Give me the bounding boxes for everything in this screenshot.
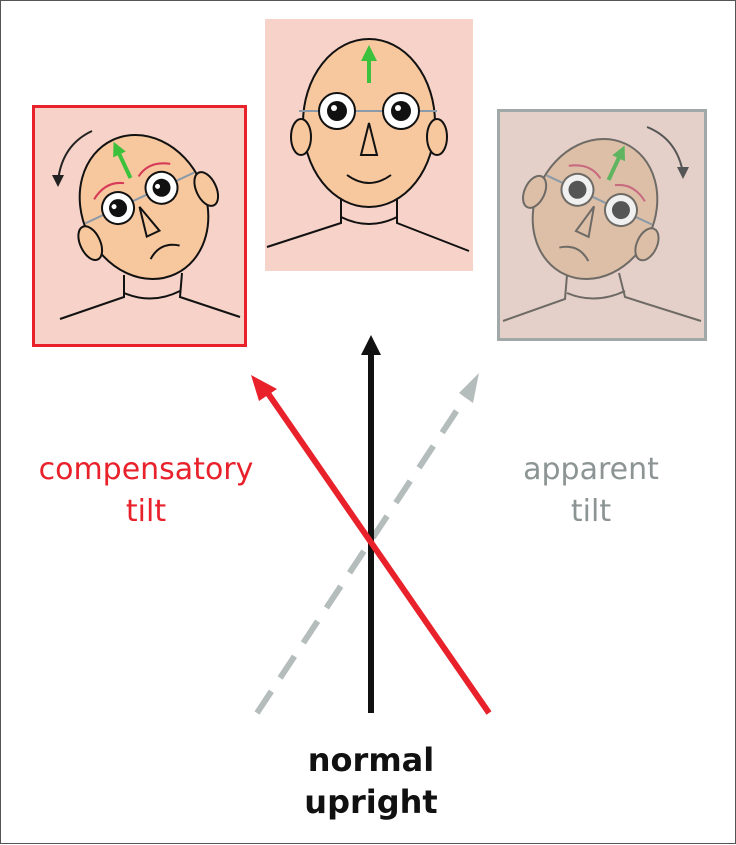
compensatory-line-1: compensatory <box>38 452 254 487</box>
apparent-tilt-face <box>497 109 707 341</box>
compensatory-tilt-label: compensatory tilt <box>31 449 261 533</box>
apparent-line-1: apparent <box>523 452 659 487</box>
normal-upright-arrow <box>361 335 381 713</box>
normal-upright-label: normal upright <box>271 739 471 823</box>
compensatory-tilt-arrow <box>251 375 492 715</box>
normal-line-2: upright <box>304 783 438 821</box>
normal-line-1: normal <box>307 741 435 779</box>
apparent-tilt-panel <box>497 109 707 341</box>
apparent-tilt-arrow <box>254 373 479 715</box>
apparent-tilt-label: apparent tilt <box>501 449 681 533</box>
compensatory-line-2: tilt <box>125 494 167 529</box>
compensatory-tilt-panel <box>32 105 247 347</box>
apparent-line-2: tilt <box>570 494 612 529</box>
upright-panel <box>265 19 473 271</box>
compensatory-tilt-face <box>32 105 247 347</box>
upright-face <box>265 19 473 271</box>
